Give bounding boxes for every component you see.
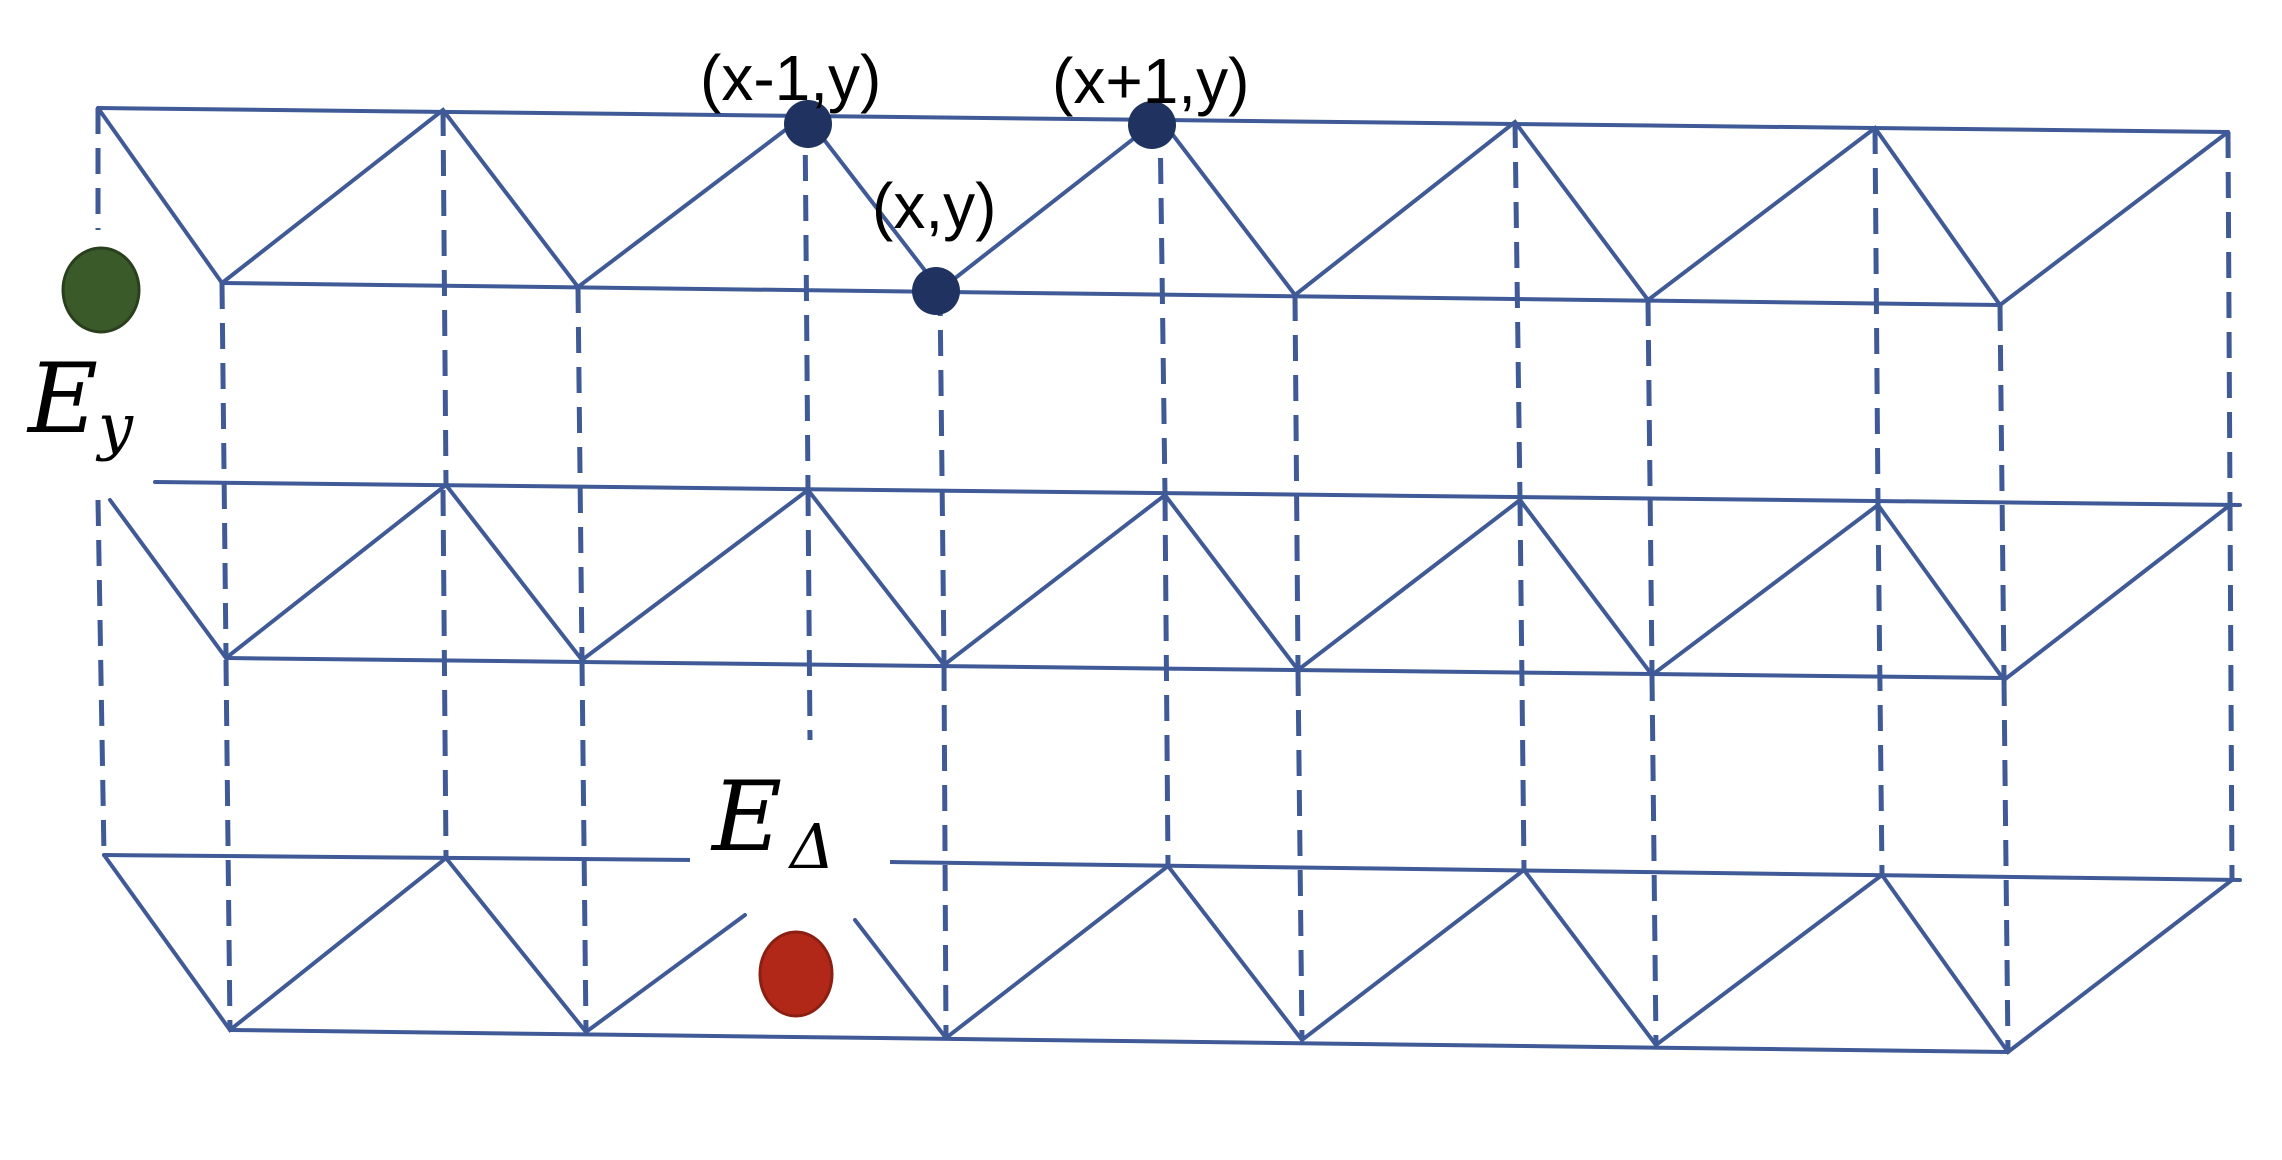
vertical-dashed-links — [95, 108, 2235, 1053]
label-e-y-main: E — [26, 343, 98, 455]
label-node-x-minus-1-y: (x-1,y) — [700, 42, 881, 114]
label-node-x-plus-1-y: (x+1,y) — [1052, 45, 1249, 117]
lattice-layer-middle — [108, 480, 2242, 683]
label-e-y-sub: y — [95, 390, 134, 463]
label-node-x-y: (x,y) — [872, 170, 996, 242]
e-y-indicator-dot — [61, 246, 141, 334]
label-e-delta: E Δ — [690, 761, 890, 900]
label-e-delta-bg — [690, 770, 890, 900]
label-e-y: E y — [26, 343, 134, 463]
node-x-plus-1-y — [1128, 101, 1176, 149]
node-x-minus-1-y — [784, 100, 832, 148]
label-e-delta-main: E — [710, 761, 782, 873]
label-e-delta-sub: Δ — [788, 810, 835, 883]
node-x-y — [912, 267, 960, 315]
lattice-layer-bottom — [102, 853, 2242, 1055]
e-delta-indicator-dot — [758, 930, 834, 1018]
